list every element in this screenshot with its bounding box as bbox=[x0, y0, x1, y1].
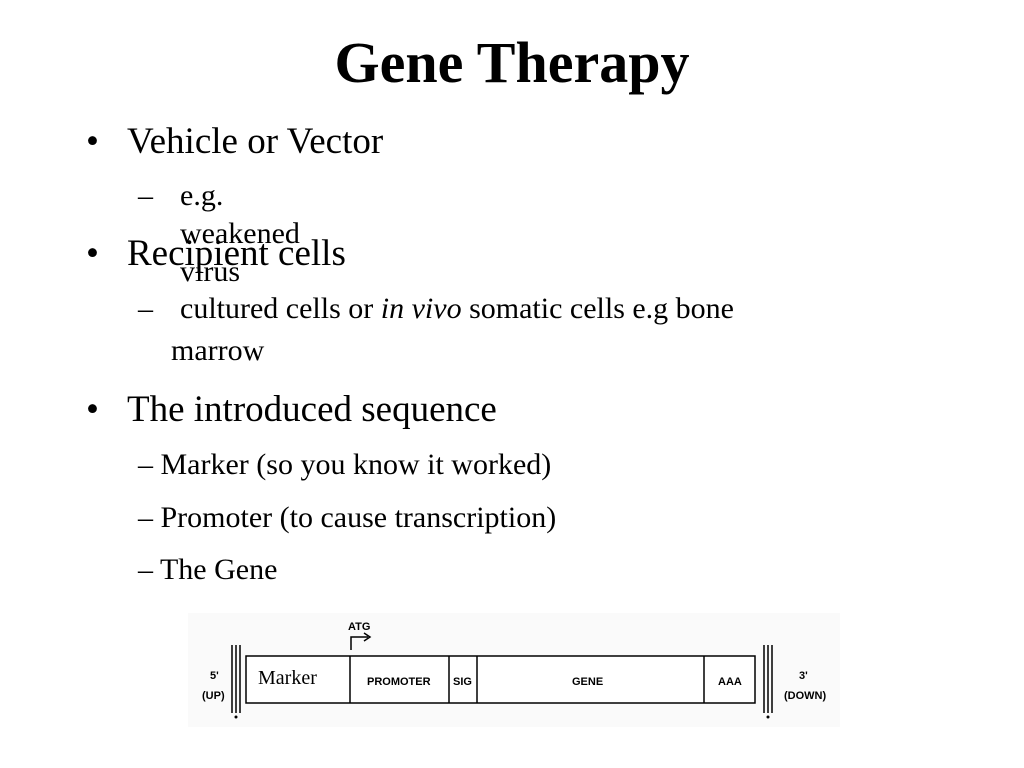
bullet-marker: • bbox=[86, 121, 99, 162]
atg-arrowhead-icon bbox=[363, 632, 372, 642]
five-prime-label: 5' bbox=[210, 670, 219, 682]
segment-gene: GENE bbox=[572, 676, 603, 688]
bullet-marker: • bbox=[86, 233, 99, 274]
dash-marker: – bbox=[138, 292, 153, 325]
sub-bullet-text: e.g. weakened virus bbox=[180, 179, 300, 288]
atg-label: ATG bbox=[348, 621, 370, 633]
bullet-marker: • bbox=[86, 389, 99, 430]
segment-aaa: AAA bbox=[718, 676, 742, 688]
bullet-text: The introduced sequence bbox=[127, 389, 497, 430]
sub-bullet-marker: – Marker (so you know it worked) bbox=[138, 448, 552, 481]
upstream-label: (UP) bbox=[202, 690, 225, 702]
sub-bullet-continuation: marrow bbox=[171, 334, 265, 367]
italic-in-vivo: in vivo bbox=[380, 292, 462, 325]
left-boundary-dot bbox=[234, 715, 238, 719]
bullet-text: Recipient cells bbox=[127, 233, 346, 274]
three-prime-label: 3' bbox=[799, 670, 808, 682]
downstream-label: (DOWN) bbox=[784, 690, 826, 702]
construct-box bbox=[245, 655, 756, 704]
sub-bullet-gene: – The Gene bbox=[138, 553, 278, 586]
sub-bullet-text: cultured cells or in vivo somatic cells … bbox=[180, 290, 734, 328]
slide-title: Gene Therapy bbox=[334, 30, 690, 95]
gene-construct-diagram: ATG 5' (UP) Marker PROMOTER SIG GENE AAA… bbox=[188, 613, 840, 727]
segment-promoter: PROMOTER bbox=[367, 676, 431, 688]
dash-marker: – bbox=[138, 179, 153, 212]
text-before-italic: cultured cells or bbox=[180, 292, 381, 325]
atg-arrow-icon bbox=[350, 636, 368, 650]
right-boundary-dot bbox=[766, 715, 770, 719]
sub-bullet-promoter: – Promoter (to cause transcription) bbox=[138, 501, 557, 534]
segment-sig: SIG bbox=[453, 676, 472, 688]
segment-marker: Marker bbox=[258, 667, 317, 689]
bullet-text: Vehicle or Vector bbox=[127, 121, 384, 162]
text-after-italic: somatic cells e.g bone bbox=[461, 292, 734, 325]
